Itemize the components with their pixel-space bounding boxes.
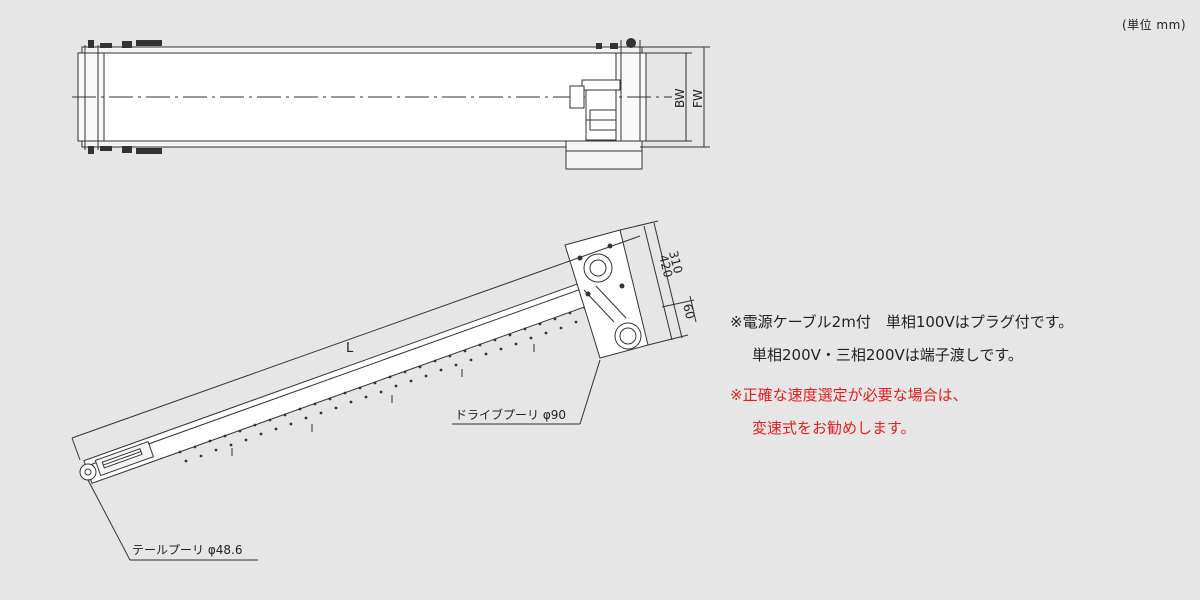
frame-holes <box>178 306 587 463</box>
note-power-cable: ※電源ケーブル2m付 単相100Vはプラグ付です。 <box>730 313 1074 331</box>
note-speed-warning: ※正確な速度選定が必要な場合は、 <box>730 386 968 404</box>
drive-plate <box>564 229 649 359</box>
length-label: L <box>346 341 354 356</box>
top-view <box>72 38 710 170</box>
tail-pulley-label: テールプーリ φ48.6 <box>132 543 242 557</box>
side-view <box>71 220 697 561</box>
notes: ※電源ケーブル2m付 単相100Vはプラグ付です。 単相200V・三相200Vは… <box>730 312 1073 451</box>
dim-60-label: 60 <box>680 302 697 320</box>
motor-base <box>565 140 643 170</box>
dim-310-label: 310 <box>666 249 685 275</box>
drive-pulley-leader <box>579 359 601 425</box>
unit-label: (単位 mm) <box>1121 18 1186 32</box>
tail-pulley-leader <box>87 479 131 561</box>
drive-pulley-label: ドライブプーリ φ90 <box>455 407 566 422</box>
bw-label: BW <box>673 88 687 108</box>
dim-420-label: 420 <box>656 253 675 279</box>
note-terminal: 単相200V・三相200Vは端子渡しです。 <box>752 346 1023 364</box>
tail-end <box>79 440 155 481</box>
fw-label: FW <box>691 89 705 108</box>
note-variable-speed: 変速式をお勧めします。 <box>752 419 916 437</box>
